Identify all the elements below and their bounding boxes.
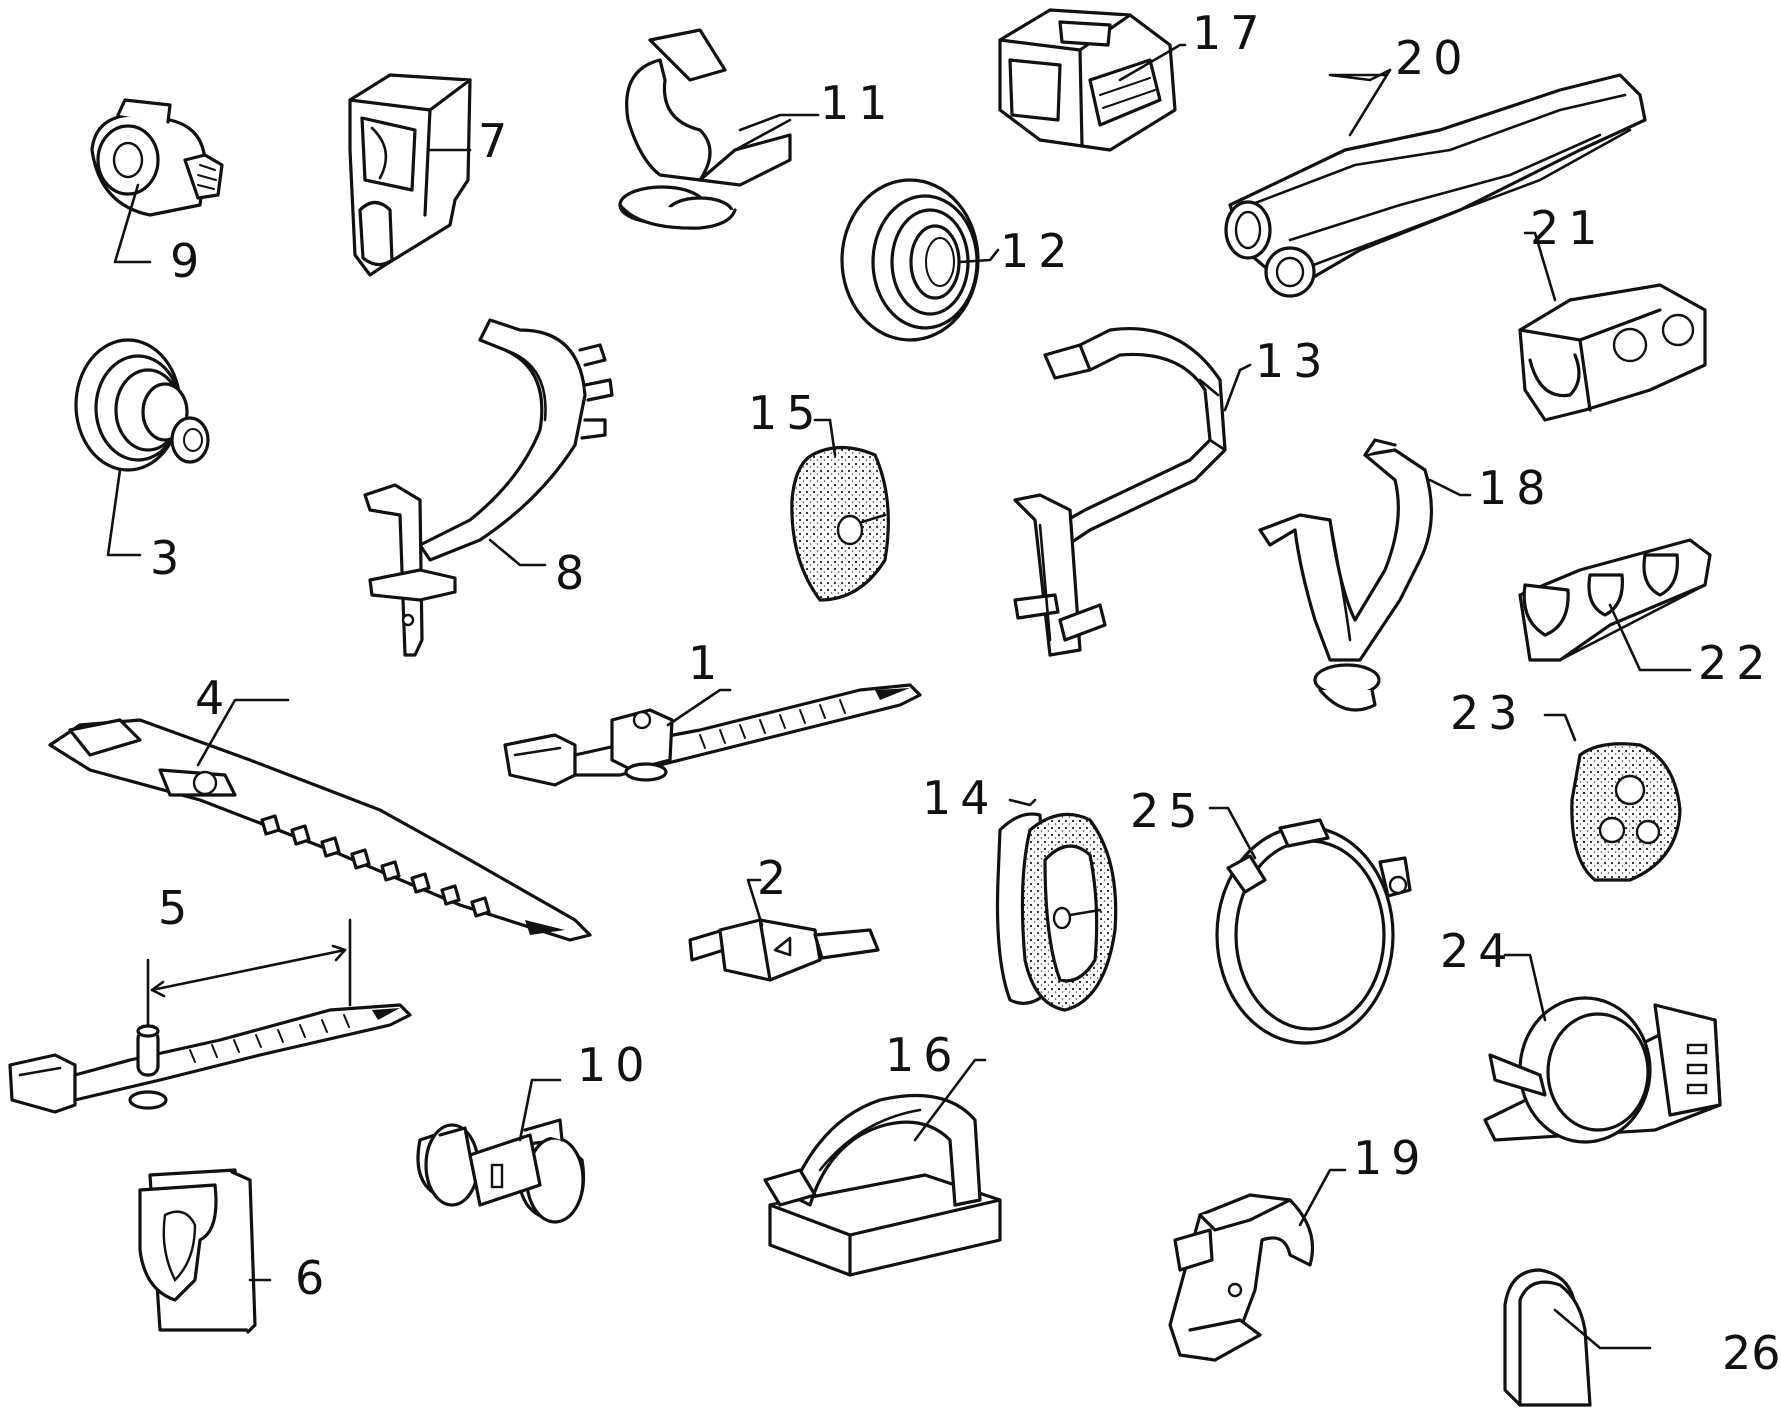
part-19-hook-clip xyxy=(1168,1193,1315,1362)
part-9-stud-clip xyxy=(90,98,224,217)
callout-25: 25 xyxy=(1130,784,1207,838)
callout-5: 5 xyxy=(158,881,197,935)
part-1-strap-with-block xyxy=(503,683,922,787)
callout-7: 7 xyxy=(478,114,517,168)
part-15-foam-pad xyxy=(790,445,890,602)
part-25-band-clamp xyxy=(1215,818,1412,1045)
callout-6: 6 xyxy=(295,1251,334,1305)
callout-22: 22 xyxy=(1698,636,1775,690)
callout-4: 4 xyxy=(195,671,234,725)
callout-19: 19 xyxy=(1353,1131,1430,1185)
part-23-three-hole-grommet xyxy=(1570,742,1682,882)
part-17-connector xyxy=(998,8,1177,152)
part-5-strap-with-pin xyxy=(8,918,412,1114)
callout-3: 3 xyxy=(150,531,189,585)
part-14-oval-grommet xyxy=(995,812,1118,1012)
part-18-u-clip xyxy=(1258,438,1433,712)
part-21-double-clip xyxy=(1518,283,1707,422)
part-24-pipe-clamp xyxy=(1483,996,1722,1144)
callout-18: 18 xyxy=(1478,461,1555,515)
part-2-diode-connector xyxy=(688,918,880,982)
callout-15: 15 xyxy=(748,386,825,440)
part-4-tie-strap xyxy=(48,718,592,942)
part-20-double-sheath xyxy=(1224,73,1647,298)
part-8-arch-bracket xyxy=(363,318,614,657)
callout-26: 26 xyxy=(1722,1326,1781,1380)
callout-13: 13 xyxy=(1255,334,1332,388)
part-13-u-bracket xyxy=(1013,327,1227,657)
callout-2: 2 xyxy=(757,851,796,905)
part-6-plate-clip xyxy=(138,1168,257,1334)
callout-9: 9 xyxy=(170,234,209,288)
leader-lines xyxy=(106,43,1692,1350)
part-11-bracket-clip xyxy=(618,28,792,230)
callout-17: 17 xyxy=(1192,6,1269,60)
part-3-grommet-plug xyxy=(74,338,210,472)
callout-10: 10 xyxy=(577,1038,654,1092)
callout-23: 23 xyxy=(1450,686,1527,740)
callout-21: 21 xyxy=(1530,201,1607,255)
callout-14: 14 xyxy=(922,771,999,825)
callout-8: 8 xyxy=(555,546,594,600)
part-16-adhesive-mount xyxy=(763,1093,1002,1277)
part-12-grommet xyxy=(840,178,980,342)
callout-11: 11 xyxy=(820,76,897,130)
callout-20: 20 xyxy=(1395,31,1472,85)
callout-16: 16 xyxy=(885,1028,962,1082)
callout-12: 12 xyxy=(1000,224,1077,278)
callout-1: 1 xyxy=(688,636,727,690)
part-22-multi-clip xyxy=(1518,538,1712,662)
callout-24: 24 xyxy=(1440,924,1517,978)
part-7-block-clip xyxy=(348,73,472,277)
part-10-double-clip xyxy=(416,1118,586,1224)
part-26-end-cap xyxy=(1503,1268,1592,1407)
